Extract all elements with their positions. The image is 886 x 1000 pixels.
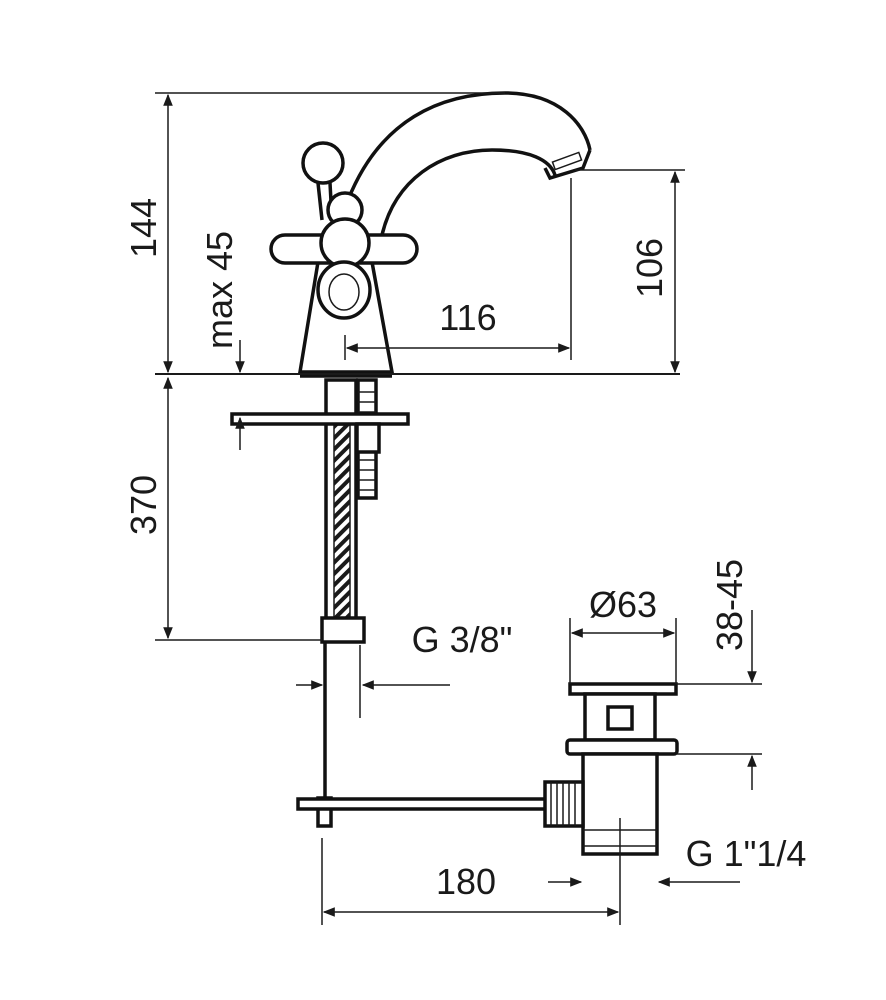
fixing-plate [230, 412, 410, 426]
label-max-thickness: max 45 [199, 231, 240, 349]
braided-hose [333, 424, 351, 621]
spout-outer [346, 91, 592, 201]
label-total-height: 144 [123, 198, 164, 258]
label-spout-reach: 116 [439, 297, 496, 338]
dim-hose-length [155, 376, 322, 641]
handle-hub [319, 217, 371, 269]
handle-bottom-ring [316, 260, 372, 320]
handle-inner-ring [328, 273, 360, 311]
horizontal-lift-rod [296, 797, 550, 811]
dim-waste-diameter [569, 618, 677, 684]
waste-assembly [543, 682, 679, 856]
body-base [297, 261, 395, 374]
hose-end-nut [320, 616, 366, 644]
socket-ribs [550, 782, 576, 826]
aerator [551, 151, 583, 171]
under-counter-assembly [230, 378, 550, 828]
label-hose-length: 370 [123, 475, 164, 535]
dim-waste-range [676, 610, 762, 790]
label-waste-range: 38-45 [709, 559, 750, 651]
popup-knob [301, 141, 345, 185]
spout-tip [543, 149, 592, 181]
dim-spout-reach [344, 178, 572, 360]
faucet-body [269, 91, 592, 378]
dim-rod-length [321, 818, 621, 925]
fixing-nut [355, 422, 381, 454]
dim-spout-height [575, 169, 685, 374]
label-waste-thread: G 1"1/4 [686, 833, 807, 874]
waste-nut [565, 738, 679, 756]
label-waste-diameter: Ø63 [589, 584, 657, 625]
label-rod-length: 180 [436, 861, 496, 902]
shank-threads [358, 391, 376, 491]
waste-window [606, 705, 634, 731]
spout-inner [380, 148, 557, 236]
dim-total-height [155, 92, 505, 374]
label-spout-height: 106 [629, 238, 670, 298]
dim-connection [296, 645, 450, 718]
label-connection-size: G 3/8" [412, 619, 513, 660]
